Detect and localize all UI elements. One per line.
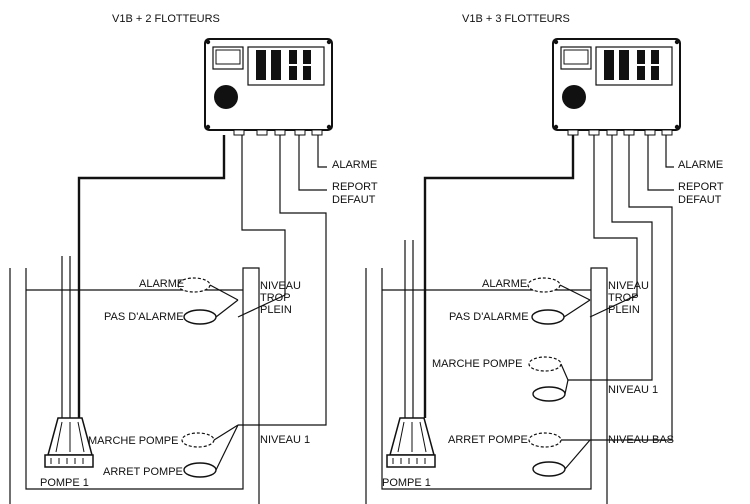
- right-diagram: V1B + 3 FLOTTEURS: [365, 13, 724, 504]
- float-alarme-icon: [527, 277, 561, 293]
- right-label-alarme: ALARME: [678, 159, 723, 171]
- right-label-defaut: DEFAUT: [678, 194, 722, 206]
- right-float-label-alarme: ALARME: [482, 278, 527, 290]
- right-pump-label: POMPE 1: [382, 477, 431, 489]
- knob-icon: [562, 85, 586, 109]
- right-label-niveau-1: NIVEAU 1: [608, 384, 658, 396]
- right-control-box: [552, 38, 681, 136]
- left-pump: [44, 417, 94, 468]
- left-label-trop: TROP: [260, 292, 291, 304]
- right-float-label-arret: ARRET POMPE: [448, 434, 528, 446]
- left-label-niveau-1: NIVEAU 1: [260, 434, 310, 446]
- right-title: V1B + 3 FLOTTEURS: [462, 13, 570, 25]
- left-label-report: REPORT: [332, 181, 378, 193]
- left-float-label-arret: ARRET POMPE: [103, 466, 183, 478]
- float-arret-icon: [528, 432, 562, 448]
- float-pas-alarme-icon: [183, 309, 217, 325]
- left-label-plein: PLEIN: [260, 304, 292, 316]
- right-label-report: REPORT: [678, 181, 724, 193]
- left-title: V1B + 2 FLOTTEURS: [112, 13, 220, 25]
- float-marche-icon: [181, 432, 215, 448]
- left-float-label-marche: MARCHE POMPE: [88, 435, 178, 447]
- left-float-label-pas-alarme: PAS D'ALARME: [104, 311, 184, 323]
- float-marche-icon: [528, 356, 562, 372]
- left-tank: [9, 267, 260, 504]
- right-pump: [386, 417, 436, 468]
- right-float-label-pas-alarme: PAS D'ALARME: [449, 311, 529, 323]
- left-diagram: V1B + 2 FLOTTEURS: [9, 13, 378, 504]
- right-label-niveau-bas: NIVEAU BAS: [608, 434, 674, 446]
- left-label-alarme: ALARME: [332, 159, 377, 171]
- right-tank: [365, 267, 608, 504]
- left-label-defaut: DEFAUT: [332, 194, 376, 206]
- right-label-trop: TROP: [608, 292, 639, 304]
- left-pump-label: POMPE 1: [40, 477, 89, 489]
- float-pas-alarme-icon: [531, 309, 565, 325]
- left-control-box: [204, 38, 333, 136]
- right-label-niveau: NIVEAU: [608, 280, 649, 292]
- left-label-niveau: NIVEAU: [260, 280, 301, 292]
- float-arret-icon: [183, 462, 217, 478]
- right-label-plein: PLEIN: [608, 304, 640, 316]
- knob-icon: [214, 85, 238, 109]
- right-float-label-marche: MARCHE POMPE: [432, 358, 522, 370]
- float-niveau-bas-icon: [532, 461, 566, 477]
- left-float-label-alarme: ALARME: [139, 278, 184, 290]
- float-niveau-1-icon: [532, 386, 566, 402]
